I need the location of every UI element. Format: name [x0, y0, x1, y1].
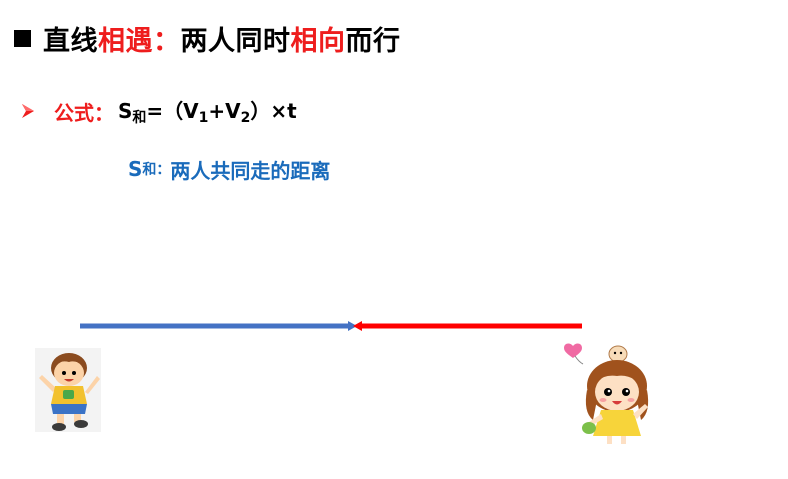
formula-s-sub: 和	[132, 110, 147, 126]
arrow-right-bullet-icon	[22, 104, 34, 118]
waving-girl-cartoon	[564, 343, 649, 444]
red-arrowhead	[353, 321, 362, 331]
description-s-sub: 和：	[142, 162, 171, 178]
title-part-2: 相遇	[98, 25, 153, 57]
formula-label: 公式：	[54, 100, 114, 125]
running-boy-cartoon	[35, 348, 101, 432]
title-part-4: 两人同时	[180, 25, 291, 57]
title-part-5: 相向	[290, 25, 346, 57]
square-bullet-icon	[14, 29, 31, 47]
formula-s: S	[118, 99, 133, 123]
formula-part-2: +V	[208, 99, 241, 123]
page-title: 直线 相遇 ： 两人同时 相向 而行	[14, 18, 401, 58]
title-part-3: ：	[153, 25, 181, 57]
formula-part-1: =（V	[146, 99, 199, 123]
formula-v1-sub: 1	[198, 110, 209, 126]
description-text: 两人共同走的距离	[170, 158, 331, 183]
blue-arrowhead	[348, 321, 357, 331]
formula-row: 公式： S和=（V1+V2）×t	[20, 93, 297, 129]
description-s: S	[128, 157, 143, 181]
formula-part-3: ）×t	[250, 99, 297, 123]
heart-icon	[564, 343, 584, 365]
title-part-6: 而行	[345, 25, 401, 57]
formula-expression: S和=（V1+V2）×t	[118, 95, 297, 127]
title-part-1: 直线	[43, 25, 98, 57]
formula-v2-sub: 2	[240, 110, 251, 126]
